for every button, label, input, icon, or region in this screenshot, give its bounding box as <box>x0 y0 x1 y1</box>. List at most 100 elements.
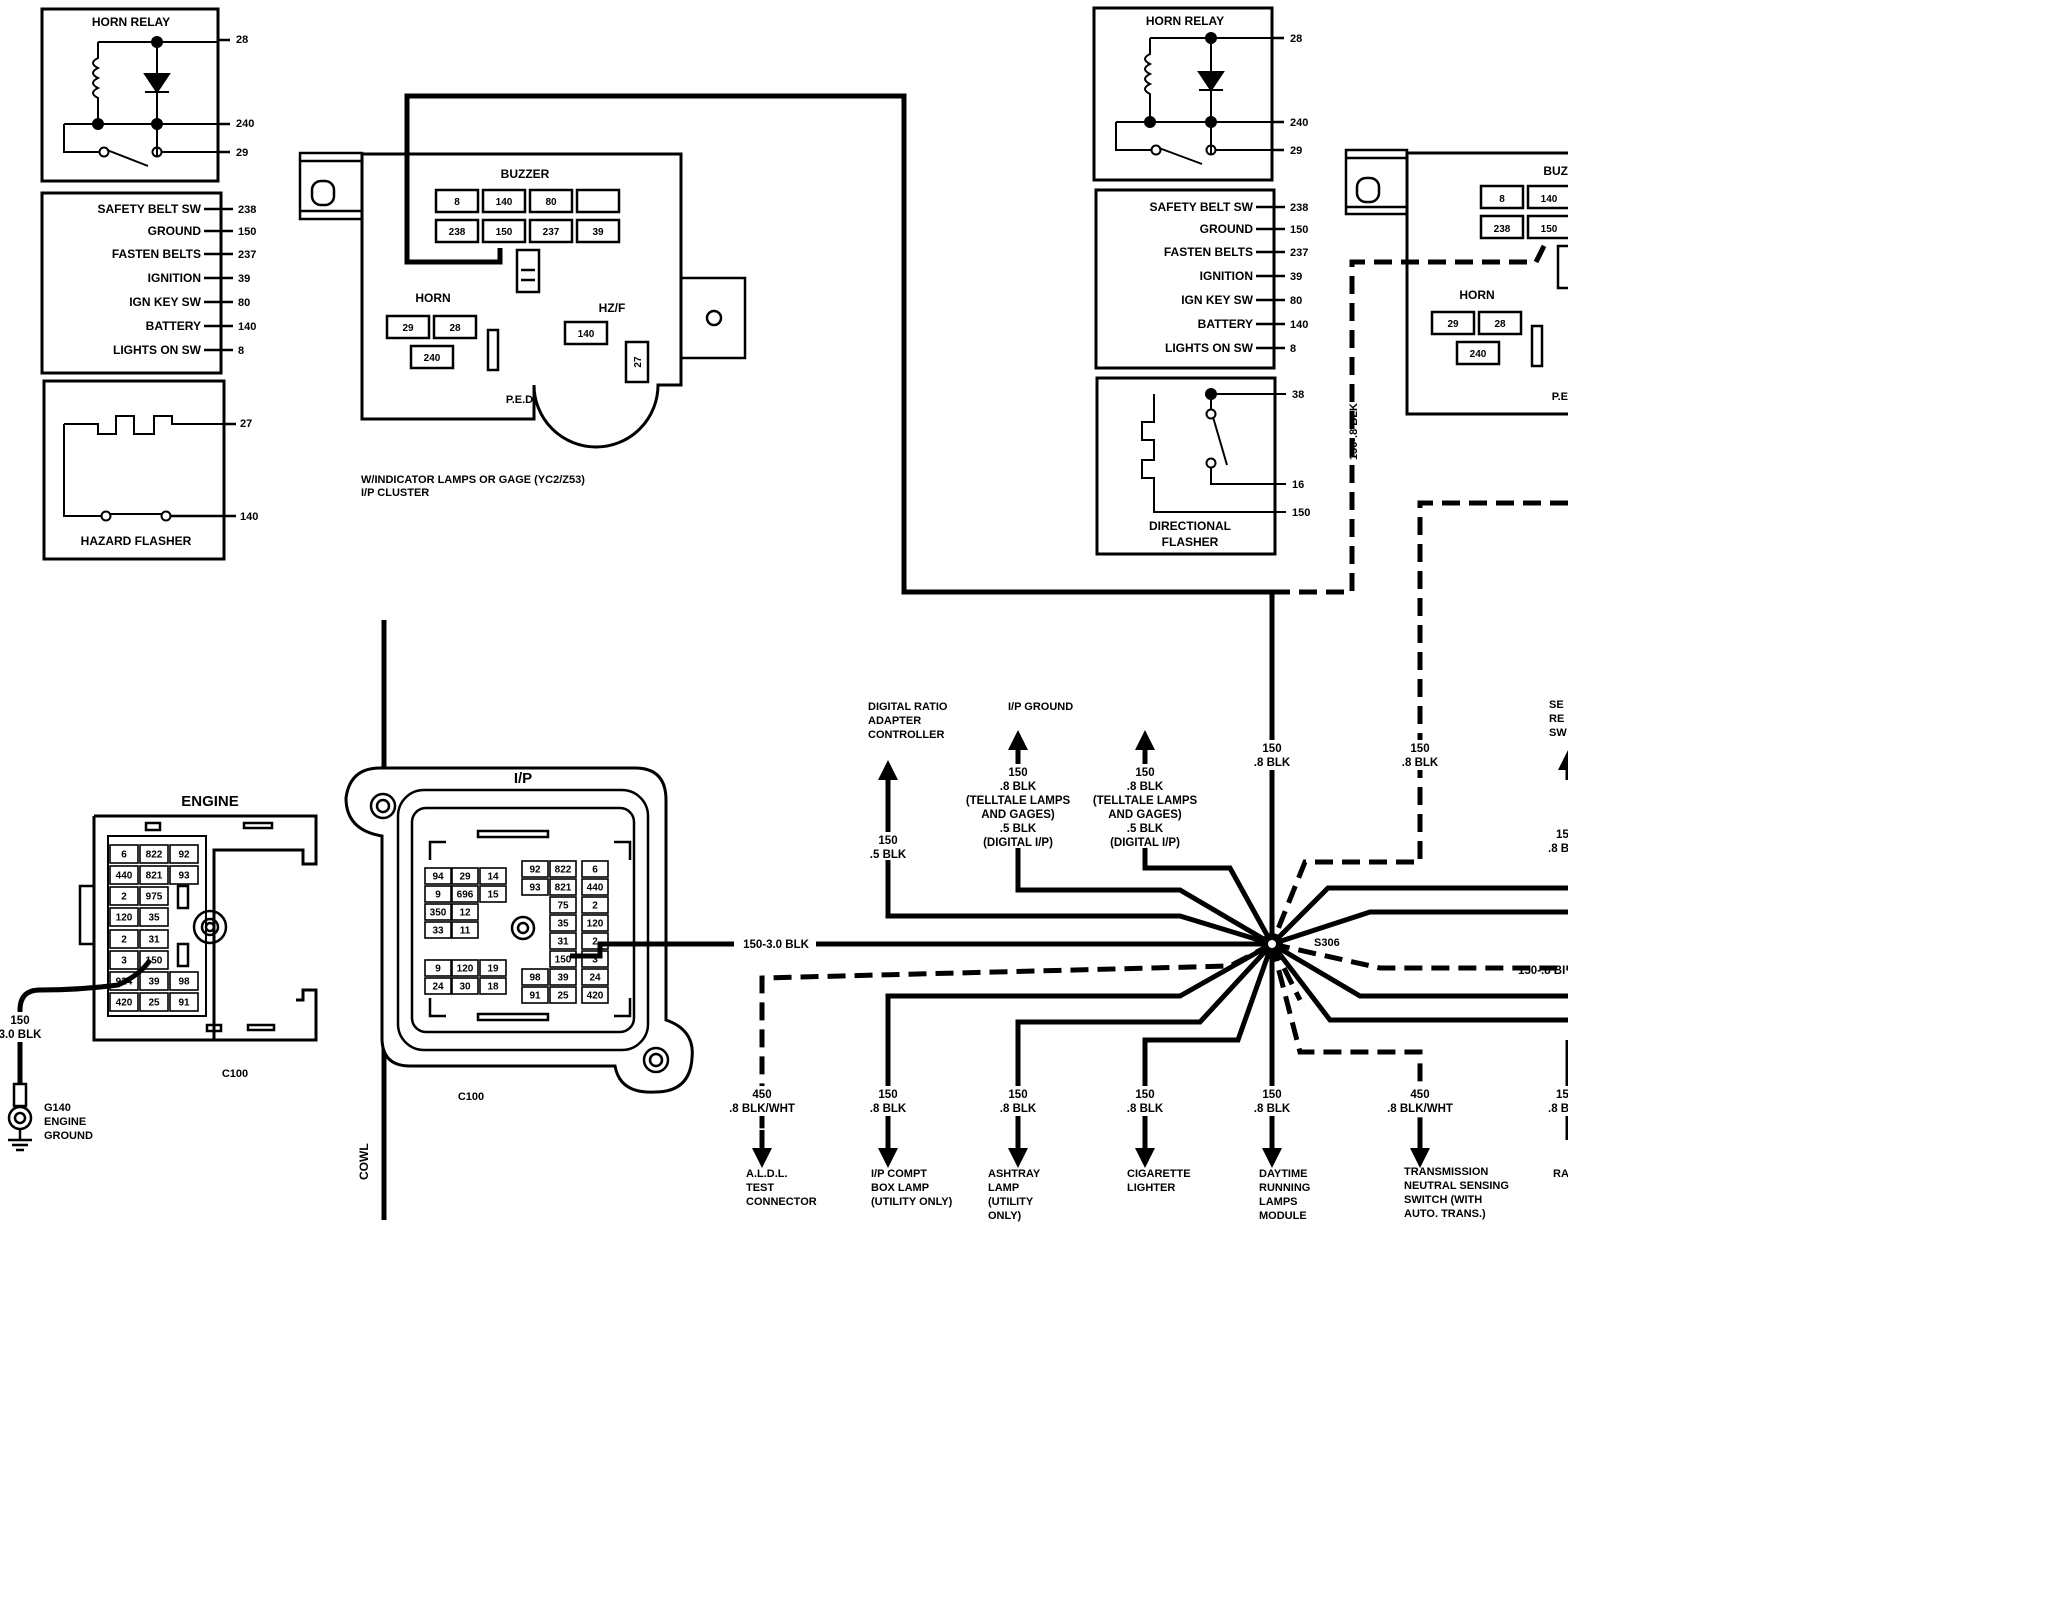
branch-destination: SWITCH (WITH <box>1404 1194 1482 1206</box>
buzzer-row-pin: 237 <box>1290 247 1308 259</box>
engine-cavity <box>139 929 169 949</box>
cavity-number: 33 <box>432 926 444 937</box>
cavity-number: 31 <box>148 935 160 946</box>
buzzer-row-pin: 238 <box>1290 202 1308 214</box>
cavity-number: 2 <box>121 935 127 946</box>
right-fuse-block-labels: BUZ 8 140 238 150 HORN 29 28 240 P.E <box>1447 164 1568 403</box>
engine-cavity <box>139 844 169 864</box>
cavity-number: 39 <box>557 973 569 984</box>
wire-label-bg <box>1396 740 1444 770</box>
branch-wire-label: (DIGITAL I/P) <box>1110 837 1180 849</box>
horn-relay-left-pin-28: 28 <box>236 34 248 46</box>
buzzer-row: BATTERY 140 <box>146 319 257 333</box>
right-fuse-block <box>1344 148 1568 416</box>
right-fuse-ped-label: P.E <box>1552 391 1568 403</box>
dashed-wire-right-fuse <box>1272 240 1549 595</box>
hazard-flasher <box>42 379 236 561</box>
branch-destination: (UTILITY <box>988 1196 1034 1208</box>
ip-cavity <box>581 986 609 1004</box>
cavity-number: 150 <box>555 955 572 966</box>
ip-cavity <box>424 885 452 903</box>
buzzer-row-pin: 80 <box>238 297 250 309</box>
buzzer-row-label: GROUND <box>148 224 202 238</box>
branch-wire-label: 150 <box>1008 767 1027 779</box>
hazard-flasher-title: HAZARD FLASHER <box>81 534 192 548</box>
branch-destination: ADAPTER <box>868 715 921 727</box>
cavity-number: 821 <box>146 871 163 882</box>
ip-cavity <box>521 878 549 896</box>
dashed-wire-neutral <box>1269 500 1568 945</box>
engine-cavity <box>139 886 169 906</box>
cavity-number: 821 <box>555 883 572 894</box>
cavity-number: 25 <box>148 998 160 1009</box>
branch-wire-label: 150 <box>878 1089 897 1101</box>
branch-destination: DAYTIME <box>1259 1168 1308 1180</box>
fuse-cavity: 240 <box>424 353 441 364</box>
buzzer-row-pin: 8 <box>238 345 244 357</box>
buzzer-row-label: LIGHTS ON SW <box>113 343 202 357</box>
ground-label-1: G140 <box>44 1102 71 1114</box>
branch-wire-label: AND GAGES) <box>1108 809 1182 821</box>
ip-cavity <box>521 986 549 1004</box>
buzzer-row: LIGHTS ON SW 8 <box>113 343 244 357</box>
ip-cavity <box>581 878 609 896</box>
horn-relay-left-pin-29: 29 <box>236 147 248 159</box>
fuse-cavity: 140 <box>496 197 513 208</box>
branch-wire-label: (TELLTALE LAMPS <box>966 795 1071 807</box>
buzzer-row-label: FASTEN BELTS <box>1164 245 1253 259</box>
buzzer-row-label: LIGHTS ON SW <box>1165 341 1254 355</box>
engine-cavity <box>169 844 199 864</box>
buzzer-row: FASTEN BELTS 237 <box>112 247 256 261</box>
cavity-number: 91 <box>178 998 190 1009</box>
buzzer-row: IGNITION 39 <box>1200 269 1303 283</box>
fuse-cavity: 237 <box>543 227 560 238</box>
branch-wire-label: .5 BLK <box>1000 823 1037 835</box>
ip-cavity <box>451 885 479 903</box>
cavity-number: 11 <box>460 926 471 937</box>
buzzer-row-pin: 39 <box>1290 271 1302 283</box>
arrow-icons <box>752 730 1568 1168</box>
branch-destination: NEUTRAL SENSING <box>1404 1180 1509 1192</box>
cavity-number: 420 <box>587 991 604 1002</box>
buzzer-row: GROUND 150 <box>148 224 257 238</box>
buzzer-row: FASTEN BELTS 237 <box>1164 245 1308 259</box>
horn-relay-left-title: HORN RELAY <box>92 15 170 29</box>
cavity-number: 9 <box>435 964 441 975</box>
main-wire-label: 150-3.0 BLK <box>743 939 810 951</box>
branch-wire-label: .5 BLK <box>1127 823 1164 835</box>
cavity-number: 19 <box>487 964 499 975</box>
branch-wire-label: 150 <box>1135 1089 1154 1101</box>
branch-wire-label: (TELLTALE LAMPS <box>1093 795 1198 807</box>
bottom-branch: 150 .8 BLK DAYTIME RUNNING LAMPS MODULE <box>1248 1086 1310 1222</box>
cavity-number: 35 <box>148 913 160 924</box>
branch-destination: I/P COMPT <box>871 1168 927 1180</box>
branch-destination: SE <box>1549 699 1564 711</box>
cavity-number: 92 <box>529 865 541 876</box>
horn-relay-left-pin-240: 240 <box>236 118 254 130</box>
fuse-cavity: 140 <box>1541 194 1558 205</box>
right-dashed-wire-label-2: .8 BLK <box>1402 757 1439 769</box>
cavity-number: 2 <box>592 901 598 912</box>
cowl-label: COWL <box>357 1143 371 1180</box>
cavity-number: 75 <box>557 901 569 912</box>
directional-flasher-title-1: DIRECTIONAL <box>1149 519 1231 533</box>
directional-flasher-pin-150: 150 <box>1292 507 1310 519</box>
fuse-block <box>298 151 747 449</box>
fuse-cavity: 150 <box>496 227 513 238</box>
bottom-branch: 15 .8 B RA <box>1546 1086 1568 1180</box>
ip-cavity <box>479 959 507 977</box>
buzzer-module-left-rows: SAFETY BELT SW 238 GROUND 150 FASTEN BEL… <box>97 202 256 357</box>
ip-cavity <box>581 860 609 878</box>
horn-relay-right-title: HORN RELAY <box>1146 14 1224 28</box>
ip-cavity <box>479 977 507 995</box>
fuse-cavity: 8 <box>1499 194 1505 205</box>
buzzer-row-pin: 238 <box>238 204 256 216</box>
branch-wire-label: .8 BLK/WHT <box>729 1103 795 1115</box>
top-branch: 150 .8 BLK (TELLTALE LAMPS AND GAGES) .5… <box>1084 764 1208 849</box>
ip-cavity <box>424 977 452 995</box>
ip-cavity <box>549 986 577 1004</box>
ip-cavity <box>549 896 577 914</box>
cavity-number: 420 <box>116 998 133 1009</box>
hazard-flasher-pin-140: 140 <box>240 511 258 523</box>
